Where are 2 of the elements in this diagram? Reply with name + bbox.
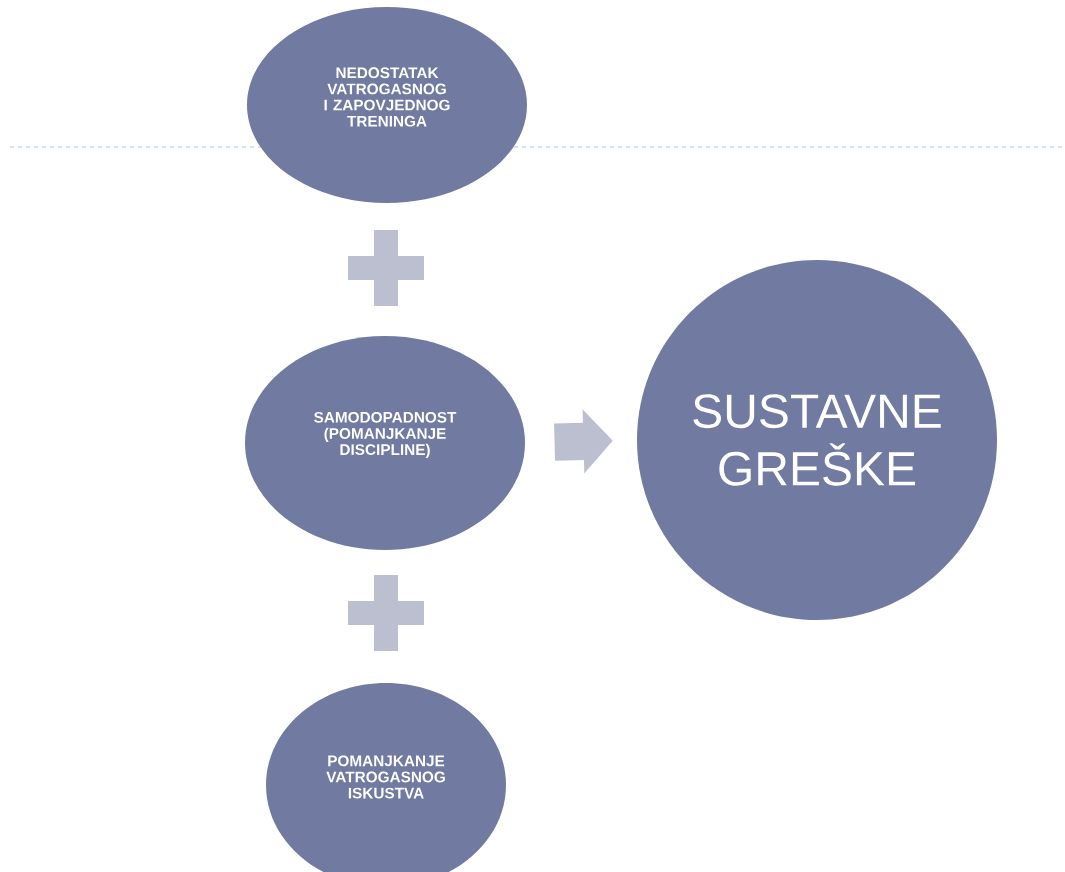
plus-sign: [348, 575, 424, 651]
plus-sign: [348, 230, 424, 306]
